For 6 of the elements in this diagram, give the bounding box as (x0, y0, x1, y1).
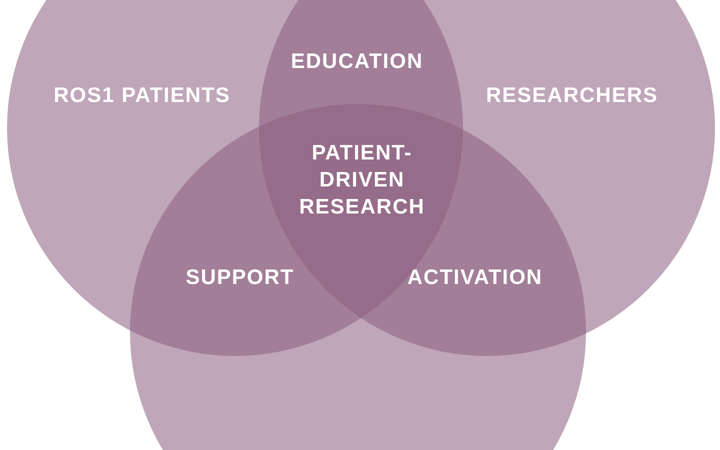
overlap-label: ACTIVATION (407, 266, 543, 290)
set-label: RESEARCHERS (486, 84, 658, 108)
overlap-label: EDUCATION (290, 50, 424, 74)
overlap-label: SUPPORT (186, 266, 294, 290)
overlap-label: PATIENT-DRIVEN RESEARCH (298, 140, 426, 220)
set-label: ROS1 PATIENTS (54, 84, 230, 108)
